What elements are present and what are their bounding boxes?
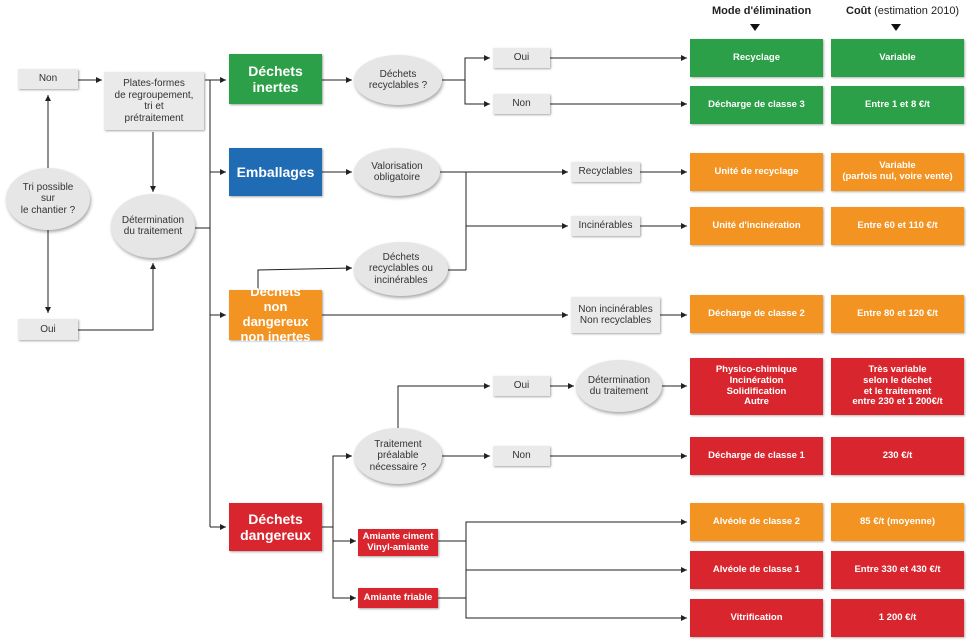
cost-1-8: Entre 1 et 8 €/t	[831, 86, 964, 124]
answer-non-2: Non	[493, 446, 550, 466]
cost-85: 85 €/t (moyenne)	[831, 503, 964, 541]
cost-1200: 1 200 €/t	[831, 599, 964, 637]
traitement-question: Traitement préalable nécessaire ?	[354, 428, 442, 484]
mode-unite-incineration: Unité d'incinération	[690, 207, 823, 245]
recyclables-incinerables-question: Déchets recyclables ou incinérables	[354, 242, 448, 296]
cost-330-430: Entre 330 et 430 €/t	[831, 551, 964, 589]
valorisation-ellipse: Valorisation obligatoire	[354, 148, 440, 196]
determination-ellipse: Détermination du traitement	[111, 194, 195, 258]
answer-oui-2: Oui	[493, 376, 550, 396]
cost-variable-vente: Variable (parfois nul, voire vente)	[831, 153, 964, 191]
mode-arrow-icon	[750, 24, 760, 31]
cat-dangereux: Déchets dangereux	[229, 503, 322, 551]
cost-tres-variable: Très variable selon le déchet et le trai…	[831, 358, 964, 415]
oui-box: Oui	[18, 319, 78, 340]
mode-physico-chimique: Physico-chimique Incinération Solidifica…	[690, 358, 823, 415]
mode-title: Mode d'élimination	[712, 5, 812, 17]
recyclables-question: Déchets recyclables ?	[354, 55, 442, 105]
cost-60-110: Entre 60 et 110 €/t	[831, 207, 964, 245]
mode-decharge-classe-1: Décharge de classe 1	[690, 437, 823, 475]
cost-subtitle: (estimation 2010)	[874, 5, 960, 17]
cat-emballages: Emballages	[229, 148, 322, 196]
cost-variable: Variable	[831, 39, 964, 77]
cost-arrow-icon	[891, 24, 901, 31]
answer-recyclables: Recyclables	[571, 162, 640, 182]
answer-oui-1: Oui	[493, 48, 550, 68]
mode-decharge-classe-3: Décharge de classe 3	[690, 86, 823, 124]
determination-ellipse-2: Détermination du traitement	[576, 360, 662, 412]
cost-header: Coût (estimation 2010)	[846, 5, 959, 17]
answer-non-incinerables: Non incinérables Non recyclables	[571, 297, 660, 333]
tri-question: Tri possible sur le chantier ?	[6, 168, 90, 230]
mode-header: Mode d'élimination	[712, 5, 811, 17]
amiante-ciment: Amiante ciment Vinyl-amiante	[358, 529, 438, 556]
platforms-box: Plates-formes de regroupement, tri et pr…	[104, 72, 204, 130]
answer-non-1: Non	[493, 94, 550, 114]
answer-incinerables: Incinérables	[571, 216, 640, 236]
cat-non-dangereux: Déchets non dangereux non inertes	[229, 284, 322, 344]
mode-unite-recyclage: Unité de recyclage	[690, 153, 823, 191]
cost-230: 230 €/t	[831, 437, 964, 475]
amiante-friable: Amiante friable	[358, 588, 438, 608]
non-box: Non	[18, 69, 78, 89]
cat-inertes: Déchets inertes	[229, 54, 322, 104]
mode-alveole-classe-2: Alvéole de classe 2	[690, 503, 823, 541]
cost-title: Coût	[846, 5, 872, 17]
mode-alveole-classe-1: Alvéole de classe 1	[690, 551, 823, 589]
cost-80-120: Entre 80 et 120 €/t	[831, 295, 964, 333]
mode-decharge-classe-2: Décharge de classe 2	[690, 295, 823, 333]
mode-vitrification: Vitrification	[690, 599, 823, 637]
mode-recyclage: Recyclage	[690, 39, 823, 77]
